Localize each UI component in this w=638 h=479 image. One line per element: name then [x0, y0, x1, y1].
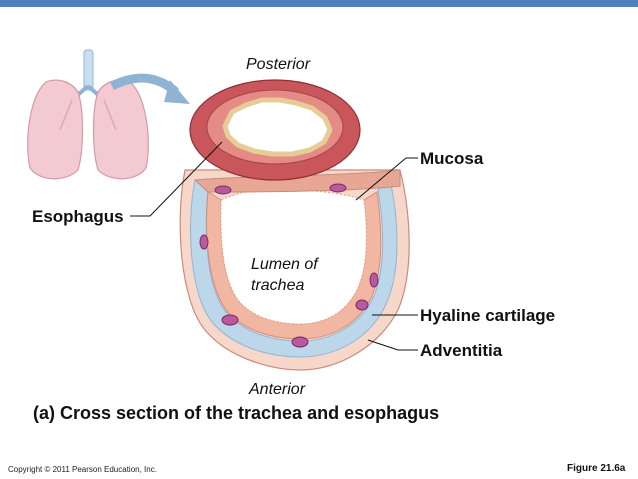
top-accent-bar	[0, 0, 638, 7]
label-lumen-line2: trachea	[251, 277, 305, 294]
seromucous-glands	[199, 183, 379, 348]
label-anterior: Anterior	[249, 381, 306, 398]
lungs-thumbnail	[27, 49, 149, 180]
figure-number: Figure 21.6a	[567, 463, 626, 474]
pointer-arrow-head	[164, 80, 190, 104]
label-esophagus: Esophagus	[32, 207, 124, 226]
esophagus	[189, 79, 361, 181]
label-lumen-line1: Lumen of	[251, 256, 318, 273]
esophagus-lumen	[222, 97, 333, 157]
label-hyaline-cartilage: Hyaline cartilage	[420, 306, 556, 325]
label-mucosa: Mucosa	[420, 149, 484, 168]
copyright-text: Copyright © 2011 Pearson Education, Inc.	[8, 465, 157, 474]
label-posterior: Posterior	[246, 56, 311, 73]
figure-caption: (a) Cross section of the trachea and eso…	[33, 403, 440, 423]
leader-lines	[130, 141, 418, 351]
label-adventitia: Adventitia	[420, 341, 503, 360]
label-lumen: Lumen of trachea	[251, 254, 318, 296]
